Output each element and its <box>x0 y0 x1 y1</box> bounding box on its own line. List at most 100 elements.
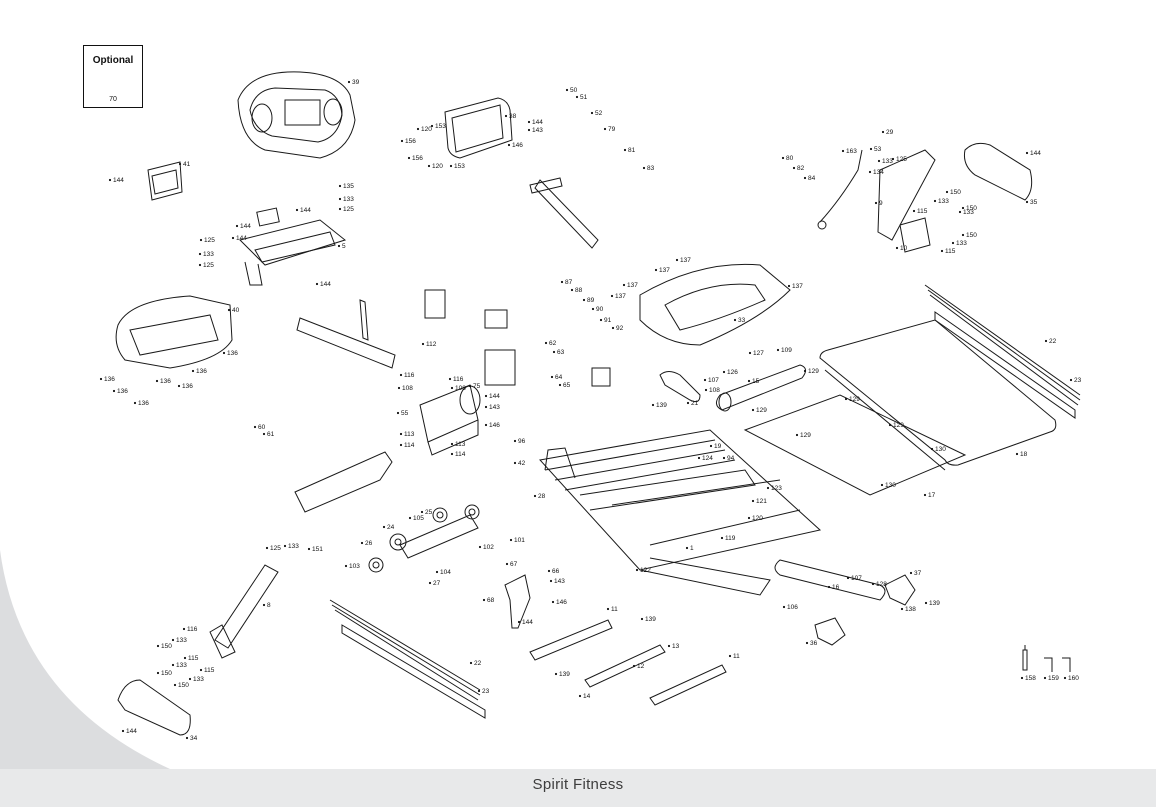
box-58-art <box>591 367 611 387</box>
callout-dot-frame-6 <box>751 499 755 503</box>
callout-dot-base-bars-1 <box>728 654 732 658</box>
callout-dot-hardware-16 <box>262 432 266 436</box>
callout-dot-lift-motor-67-0 <box>505 562 509 566</box>
callout-lift-motor-67-5: 146 <box>556 599 567 606</box>
optional-title: Optional <box>92 55 134 66</box>
callout-dot-frame-0 <box>685 546 689 550</box>
callout-base-bars-5: 139 <box>645 616 656 623</box>
callout-dot-front-roller-15-0 <box>747 379 751 383</box>
callout-rails-22-23-1: 23 <box>1074 377 1082 384</box>
callout-base-40-7: 136 <box>196 368 207 375</box>
callout-dot-upright-9-15 <box>895 246 899 250</box>
callout-rear-roller-16-3: 138 <box>905 606 916 613</box>
callout-dot-upright-9-9 <box>912 209 916 213</box>
front-roller-15-art <box>716 364 806 412</box>
end-cap-36-art <box>814 617 846 646</box>
callout-wheels-7: 104 <box>440 569 451 576</box>
callout-dot-hardware-5 <box>642 166 646 170</box>
callout-dot-upright-8-2 <box>283 544 287 548</box>
callout-dot-lift-motor-67-2 <box>482 598 486 602</box>
callout-rails-22-23-3: 23 <box>482 688 490 695</box>
callout-handlebar-bracket-5-7: 133 <box>203 251 214 258</box>
callout-upright-9-7: 150 <box>950 189 961 196</box>
callout-upright-9-12: 150 <box>966 232 977 239</box>
callout-dot-base-40-1 <box>222 351 226 355</box>
callout-handlebar-bracket-5-3: 125 <box>343 206 354 213</box>
callout-deck-18-3: 129 <box>756 407 767 414</box>
bracket-54-art <box>484 349 516 386</box>
callout-dot-console-panel-38-6 <box>527 120 531 124</box>
callout-wheels-2: 26 <box>365 540 373 547</box>
callout-rails-22-23-2: 22 <box>474 660 482 667</box>
optional-parts-box: Optional 70 <box>83 45 143 108</box>
callout-base-40-2: 136 <box>104 376 115 383</box>
callout-dot-hardware-15 <box>253 425 257 429</box>
callout-console-panel-38-0: 38 <box>509 113 517 120</box>
callout-dot-deck-18-1 <box>803 369 807 373</box>
callout-base-40-1: 136 <box>227 350 238 357</box>
callout-deck-18-0: 18 <box>1020 451 1028 458</box>
callout-dot-hardware-14 <box>611 326 615 330</box>
callout-lift-motor-67-1: 66 <box>552 568 560 575</box>
callout-console-panel-38-9: 153 <box>454 163 465 170</box>
callout-dot-upright-9-1 <box>869 147 873 151</box>
callout-dot-upright-8-0 <box>262 603 266 607</box>
callout-dot-upright-9-3 <box>881 130 885 134</box>
front-cover-33-art <box>639 263 791 346</box>
callout-console-panel-38-7: 156 <box>412 155 423 162</box>
callout-frame-8: 119 <box>725 535 736 542</box>
callout-upright-8-3: 151 <box>312 546 323 553</box>
callout-console-panel-38-8: 120 <box>432 163 443 170</box>
callout-dot-lift-motor-67-3 <box>517 620 521 624</box>
callout-dot-motor-55-3 <box>448 377 452 381</box>
corner-band <box>0 550 170 769</box>
callout-hardware-16: 61 <box>267 431 275 438</box>
callout-frame-1: 19 <box>714 443 722 450</box>
callout-dot-handlebar-bracket-5-3 <box>338 207 342 211</box>
callout-hardware-10: 88 <box>575 287 583 294</box>
callout-upright-9-8: 133 <box>938 198 949 205</box>
motor-55-art <box>419 384 481 456</box>
callout-motor-55-7: 143 <box>489 404 500 411</box>
callout-dot-motor-55-8 <box>484 423 488 427</box>
callout-dot-hardware-8 <box>803 176 807 180</box>
callout-dot-wheels-0 <box>382 525 386 529</box>
callout-base-bars-3: 13 <box>672 643 680 650</box>
callout-upright-9-2: 163 <box>846 148 857 155</box>
callout-handlebar-bracket-5-6: 125 <box>204 237 215 244</box>
callout-base-40-0: 40 <box>232 307 240 314</box>
callout-hardware-8: 84 <box>808 175 816 182</box>
callout-dot-hardware-6 <box>781 156 785 160</box>
callout-console-panel-38-3: 156 <box>405 138 416 145</box>
callout-dot-side-cover-34-1 <box>121 729 125 733</box>
callout-dot-rear-roller-16-3 <box>900 607 904 611</box>
rear-roller-16-art <box>774 559 886 601</box>
callout-dot-rails-22-23-3 <box>477 689 481 693</box>
callout-front-cover-33-4: 137 <box>615 293 626 300</box>
side-cover-35-art <box>964 142 1033 201</box>
callout-dot-lift-motor-67-4 <box>549 579 553 583</box>
callout-front-roller-15-3: 109 <box>781 347 792 354</box>
callout-hardware-9: 87 <box>565 279 573 286</box>
callout-dot-handlebar-bracket-5-5 <box>295 208 299 212</box>
callout-deck-18-4: 129 <box>800 432 811 439</box>
callout-dot-handlebar-bracket-5-8 <box>198 263 202 267</box>
callout-dot-handlebar-bracket-5-1 <box>338 184 342 188</box>
callout-dot-handlebar-bracket-5-10 <box>315 282 319 286</box>
callout-upright-9-4: 133 <box>882 158 893 165</box>
callout-motor-55-12: 114 <box>455 451 466 458</box>
callout-dot-rear-roller-16-4 <box>924 601 928 605</box>
callout-hardware-14: 92 <box>616 325 624 332</box>
callout-frame-7: 122 <box>640 567 651 574</box>
upright-9-art <box>877 149 936 253</box>
callout-front-roller-15-2: 127 <box>753 350 764 357</box>
callout-dot-motor-55-6 <box>484 394 488 398</box>
callout-dot-console-panel-38-1 <box>416 127 420 131</box>
callout-dot-console-panel-38-2 <box>430 124 434 128</box>
callout-motor-55-3: 116 <box>453 376 464 383</box>
callout-dot-lift-motor-67-1 <box>547 569 551 573</box>
callout-dot-deck-18-7 <box>880 483 884 487</box>
callout-motor-55-5: 108 <box>455 385 466 392</box>
